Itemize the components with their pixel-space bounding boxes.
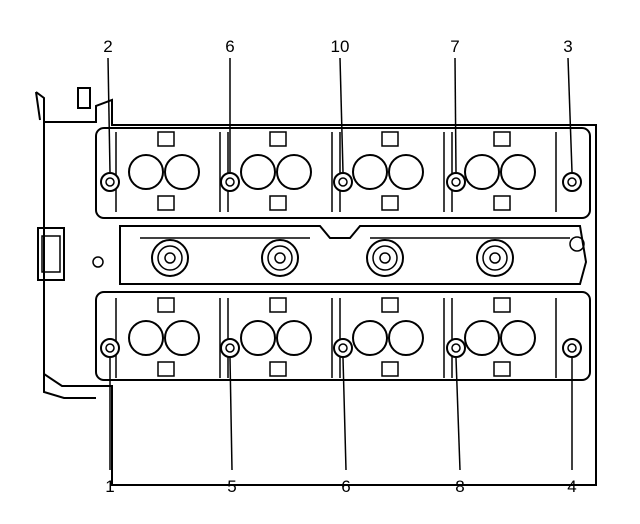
lower-head-bolt	[220, 338, 240, 358]
top-bolt-label: 6	[225, 37, 234, 56]
upper-head-bolt	[333, 172, 353, 192]
top-bolt-label: 10	[331, 37, 350, 56]
lower-head-bolt	[562, 338, 582, 358]
lower-head-bolt	[100, 338, 120, 358]
lower-cam-journal	[451, 297, 557, 378]
sensor-stud	[77, 87, 91, 109]
cover-outline	[43, 98, 597, 486]
upper-cam-journal	[339, 131, 445, 212]
lower-head-bolt	[446, 338, 466, 358]
spark-plug-well	[366, 239, 404, 277]
spark-plug-well	[151, 239, 189, 277]
lower-cam-journal	[227, 297, 333, 378]
bottom-bolt-label: 1	[105, 477, 114, 496]
upper-head-bolt	[446, 172, 466, 192]
center-channel	[119, 225, 588, 285]
bottom-bolt-label: 5	[227, 477, 236, 496]
lower-cam-journal	[339, 297, 445, 378]
bottom-bolt-label: 6	[341, 477, 350, 496]
spark-plug-well	[476, 239, 514, 277]
upper-cam-journal	[115, 131, 221, 212]
bottom-bolt-label: 4	[567, 477, 576, 496]
upper-cam-section	[95, 127, 591, 219]
upper-cam-journal	[227, 131, 333, 212]
left-flange	[35, 91, 96, 399]
spark-plug-well	[261, 239, 299, 277]
upper-head-bolt	[220, 172, 240, 192]
top-bolt-label: 7	[450, 37, 459, 56]
connector-plug	[37, 227, 65, 281]
lower-head-bolt	[333, 338, 353, 358]
bottom-bolt-label: 8	[455, 477, 464, 496]
top-bolt-label: 2	[103, 37, 112, 56]
top-bolt-label: 3	[563, 37, 572, 56]
upper-cam-journal	[451, 131, 557, 212]
upper-head-bolt	[562, 172, 582, 192]
upper-head-bolt	[100, 172, 120, 192]
lower-cam-journal	[115, 297, 221, 378]
